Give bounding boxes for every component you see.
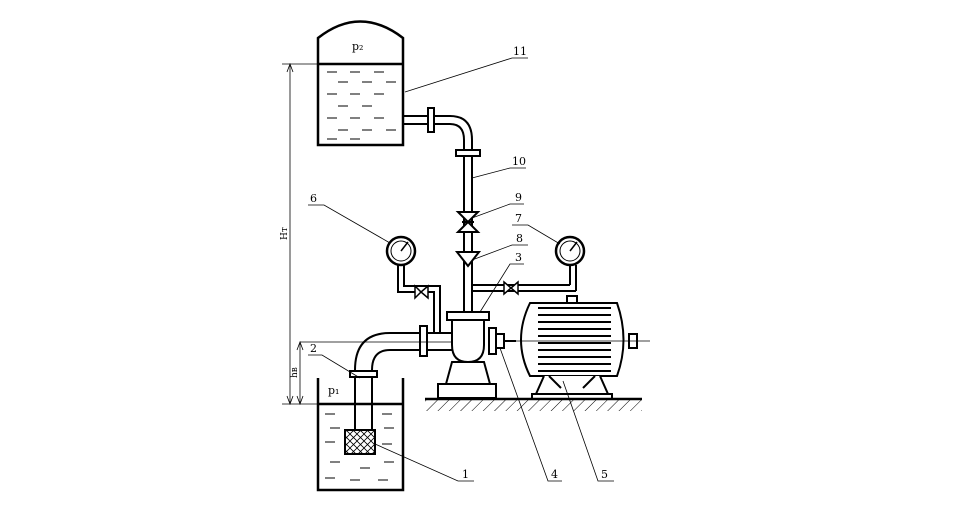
callout-8: 8 <box>516 232 523 245</box>
pump <box>437 311 505 399</box>
lower-tank-pressure-label: p₁ <box>328 384 339 397</box>
callout-10: 10 <box>512 155 526 168</box>
upper-tank <box>316 20 405 147</box>
motor-cooling-fins <box>538 307 611 372</box>
callout-2: 2 <box>310 342 317 355</box>
suction-flanges <box>349 325 428 378</box>
callout-11: 11 <box>513 45 527 58</box>
strainer <box>344 429 376 455</box>
motor <box>520 295 638 400</box>
callout-5: 5 <box>601 468 608 481</box>
callout-3: 3 <box>515 251 522 264</box>
callout-4: 4 <box>551 468 558 481</box>
callout-6: 6 <box>310 192 317 205</box>
gate-valve <box>455 211 481 233</box>
upper-tank-pressure-label: p₂ <box>352 40 363 53</box>
vacuum-gauge-6 <box>385 235 441 333</box>
upper-tank-liquid <box>327 71 396 140</box>
callout-9: 9 <box>515 191 522 204</box>
callout-1: 1 <box>462 468 469 481</box>
lower-tank <box>316 378 405 492</box>
suction-height-label: hв <box>290 367 300 378</box>
pressure-gauge-7 <box>472 235 586 296</box>
ground <box>425 397 642 411</box>
total-head-label: Hт <box>280 227 290 240</box>
callout-7: 7 <box>515 212 522 225</box>
callout-leaders <box>308 57 614 482</box>
delivery-flanges <box>427 107 481 157</box>
dimension-lines <box>282 62 318 406</box>
lower-tank-liquid <box>325 413 394 481</box>
check-valve <box>454 251 482 268</box>
